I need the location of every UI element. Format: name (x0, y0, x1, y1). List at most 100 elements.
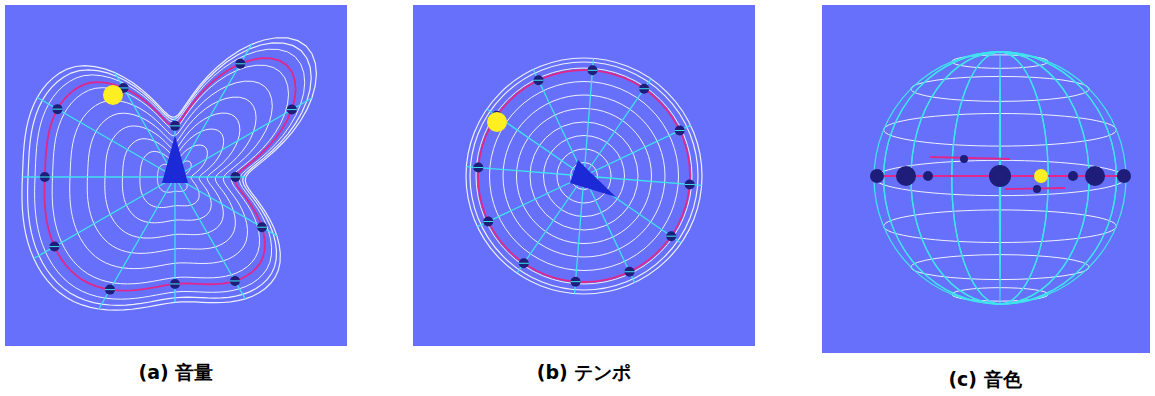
marker-ball (639, 84, 649, 94)
marker-ball (666, 231, 676, 241)
meridian-line (952, 52, 1048, 304)
subfigure-caption: (b) テンポ (537, 360, 632, 386)
marker-line (473, 167, 483, 168)
marker-ball (52, 104, 62, 114)
marker-ball (685, 179, 695, 189)
meridian-line (884, 52, 1117, 304)
contour-line (544, 136, 625, 217)
meridian-line (874, 52, 1126, 304)
subfigure-caption: (c) 音色 (948, 367, 1021, 393)
marker-line (675, 130, 685, 131)
contour-line (517, 109, 652, 244)
radial-line (477, 176, 584, 227)
marker-ball (40, 172, 50, 182)
marker-ball (1033, 185, 1041, 193)
cone-pointer (570, 160, 616, 197)
meridian-line (884, 52, 1117, 304)
marker-ball (624, 267, 634, 277)
radial-line (175, 177, 245, 299)
marker-ball (519, 258, 529, 268)
marker-ball (870, 169, 884, 183)
track-line (930, 157, 1010, 159)
marker-ball (105, 285, 115, 295)
marker-ball (287, 105, 297, 115)
track-curve (44, 58, 295, 290)
marker-line (257, 227, 267, 228)
marker-ball (1085, 166, 1105, 186)
contour-line (530, 122, 638, 230)
marker-line (639, 88, 649, 89)
contour-line (476, 68, 692, 284)
panel-ground (5, 5, 347, 346)
subfigure-caption: (a) 音量 (139, 360, 214, 386)
marker-ball (1117, 169, 1131, 183)
contour-line (490, 82, 679, 271)
marker-ball (230, 172, 240, 182)
tempo-map (466, 58, 702, 294)
radial-line (22, 176, 175, 177)
marker-ball (571, 277, 581, 287)
marker-line (49, 246, 59, 247)
outer-rim (466, 58, 702, 294)
marker-ball (587, 65, 597, 75)
marker-ball (534, 75, 544, 85)
marker-line (519, 263, 529, 264)
marker-line (105, 289, 115, 290)
marker-line (685, 184, 695, 185)
outer-rim (28, 43, 312, 305)
panel-ground (822, 5, 1150, 353)
marker-ball (235, 59, 245, 69)
meridian-line (911, 52, 1089, 304)
marker-line (666, 236, 676, 237)
marker-line (52, 109, 62, 110)
marker-line (624, 271, 634, 272)
position-ball (487, 112, 507, 132)
meridian-line (952, 52, 1048, 304)
marker-ball (49, 242, 59, 252)
marker-ball (675, 126, 685, 136)
marker-ball (483, 216, 493, 226)
marker-line (230, 177, 240, 178)
marker-line (40, 177, 50, 178)
radial-line (115, 73, 175, 177)
marker-ball (896, 166, 916, 186)
radial-line (175, 177, 277, 236)
marker-ball (960, 155, 968, 163)
marker-ball (923, 171, 933, 181)
marker-ball (230, 276, 240, 286)
radial-line (584, 125, 691, 176)
marker-line (534, 80, 544, 81)
volume-map (22, 38, 316, 310)
contour-line (35, 49, 305, 299)
position-ball (103, 85, 123, 105)
marker-line (170, 125, 180, 126)
contour-line (87, 97, 256, 253)
timbre-sphere (870, 52, 1131, 304)
radial-line (487, 109, 584, 176)
marker-line (483, 221, 493, 222)
radial-line (533, 69, 584, 176)
marker-line (587, 70, 597, 71)
marker-ball (170, 121, 180, 131)
radial-line (517, 176, 584, 273)
radial-line (466, 167, 584, 176)
radial-line (584, 79, 651, 176)
contour-line (52, 65, 288, 284)
radial-line (584, 58, 593, 176)
marker-line (230, 280, 240, 281)
cone-pointer (162, 135, 188, 183)
radial-line (575, 176, 584, 294)
outer-rim (22, 38, 316, 310)
marker-ball (170, 279, 180, 289)
marker-line (235, 63, 245, 64)
radial-line (175, 98, 312, 177)
contour-line (105, 113, 240, 238)
meridian-line (911, 52, 1089, 304)
panel-ground (413, 5, 755, 346)
marker-line (170, 283, 180, 284)
marker-line (571, 281, 581, 282)
radial-line (34, 177, 175, 259)
marker-ball (473, 163, 483, 173)
contour-line (503, 95, 665, 257)
